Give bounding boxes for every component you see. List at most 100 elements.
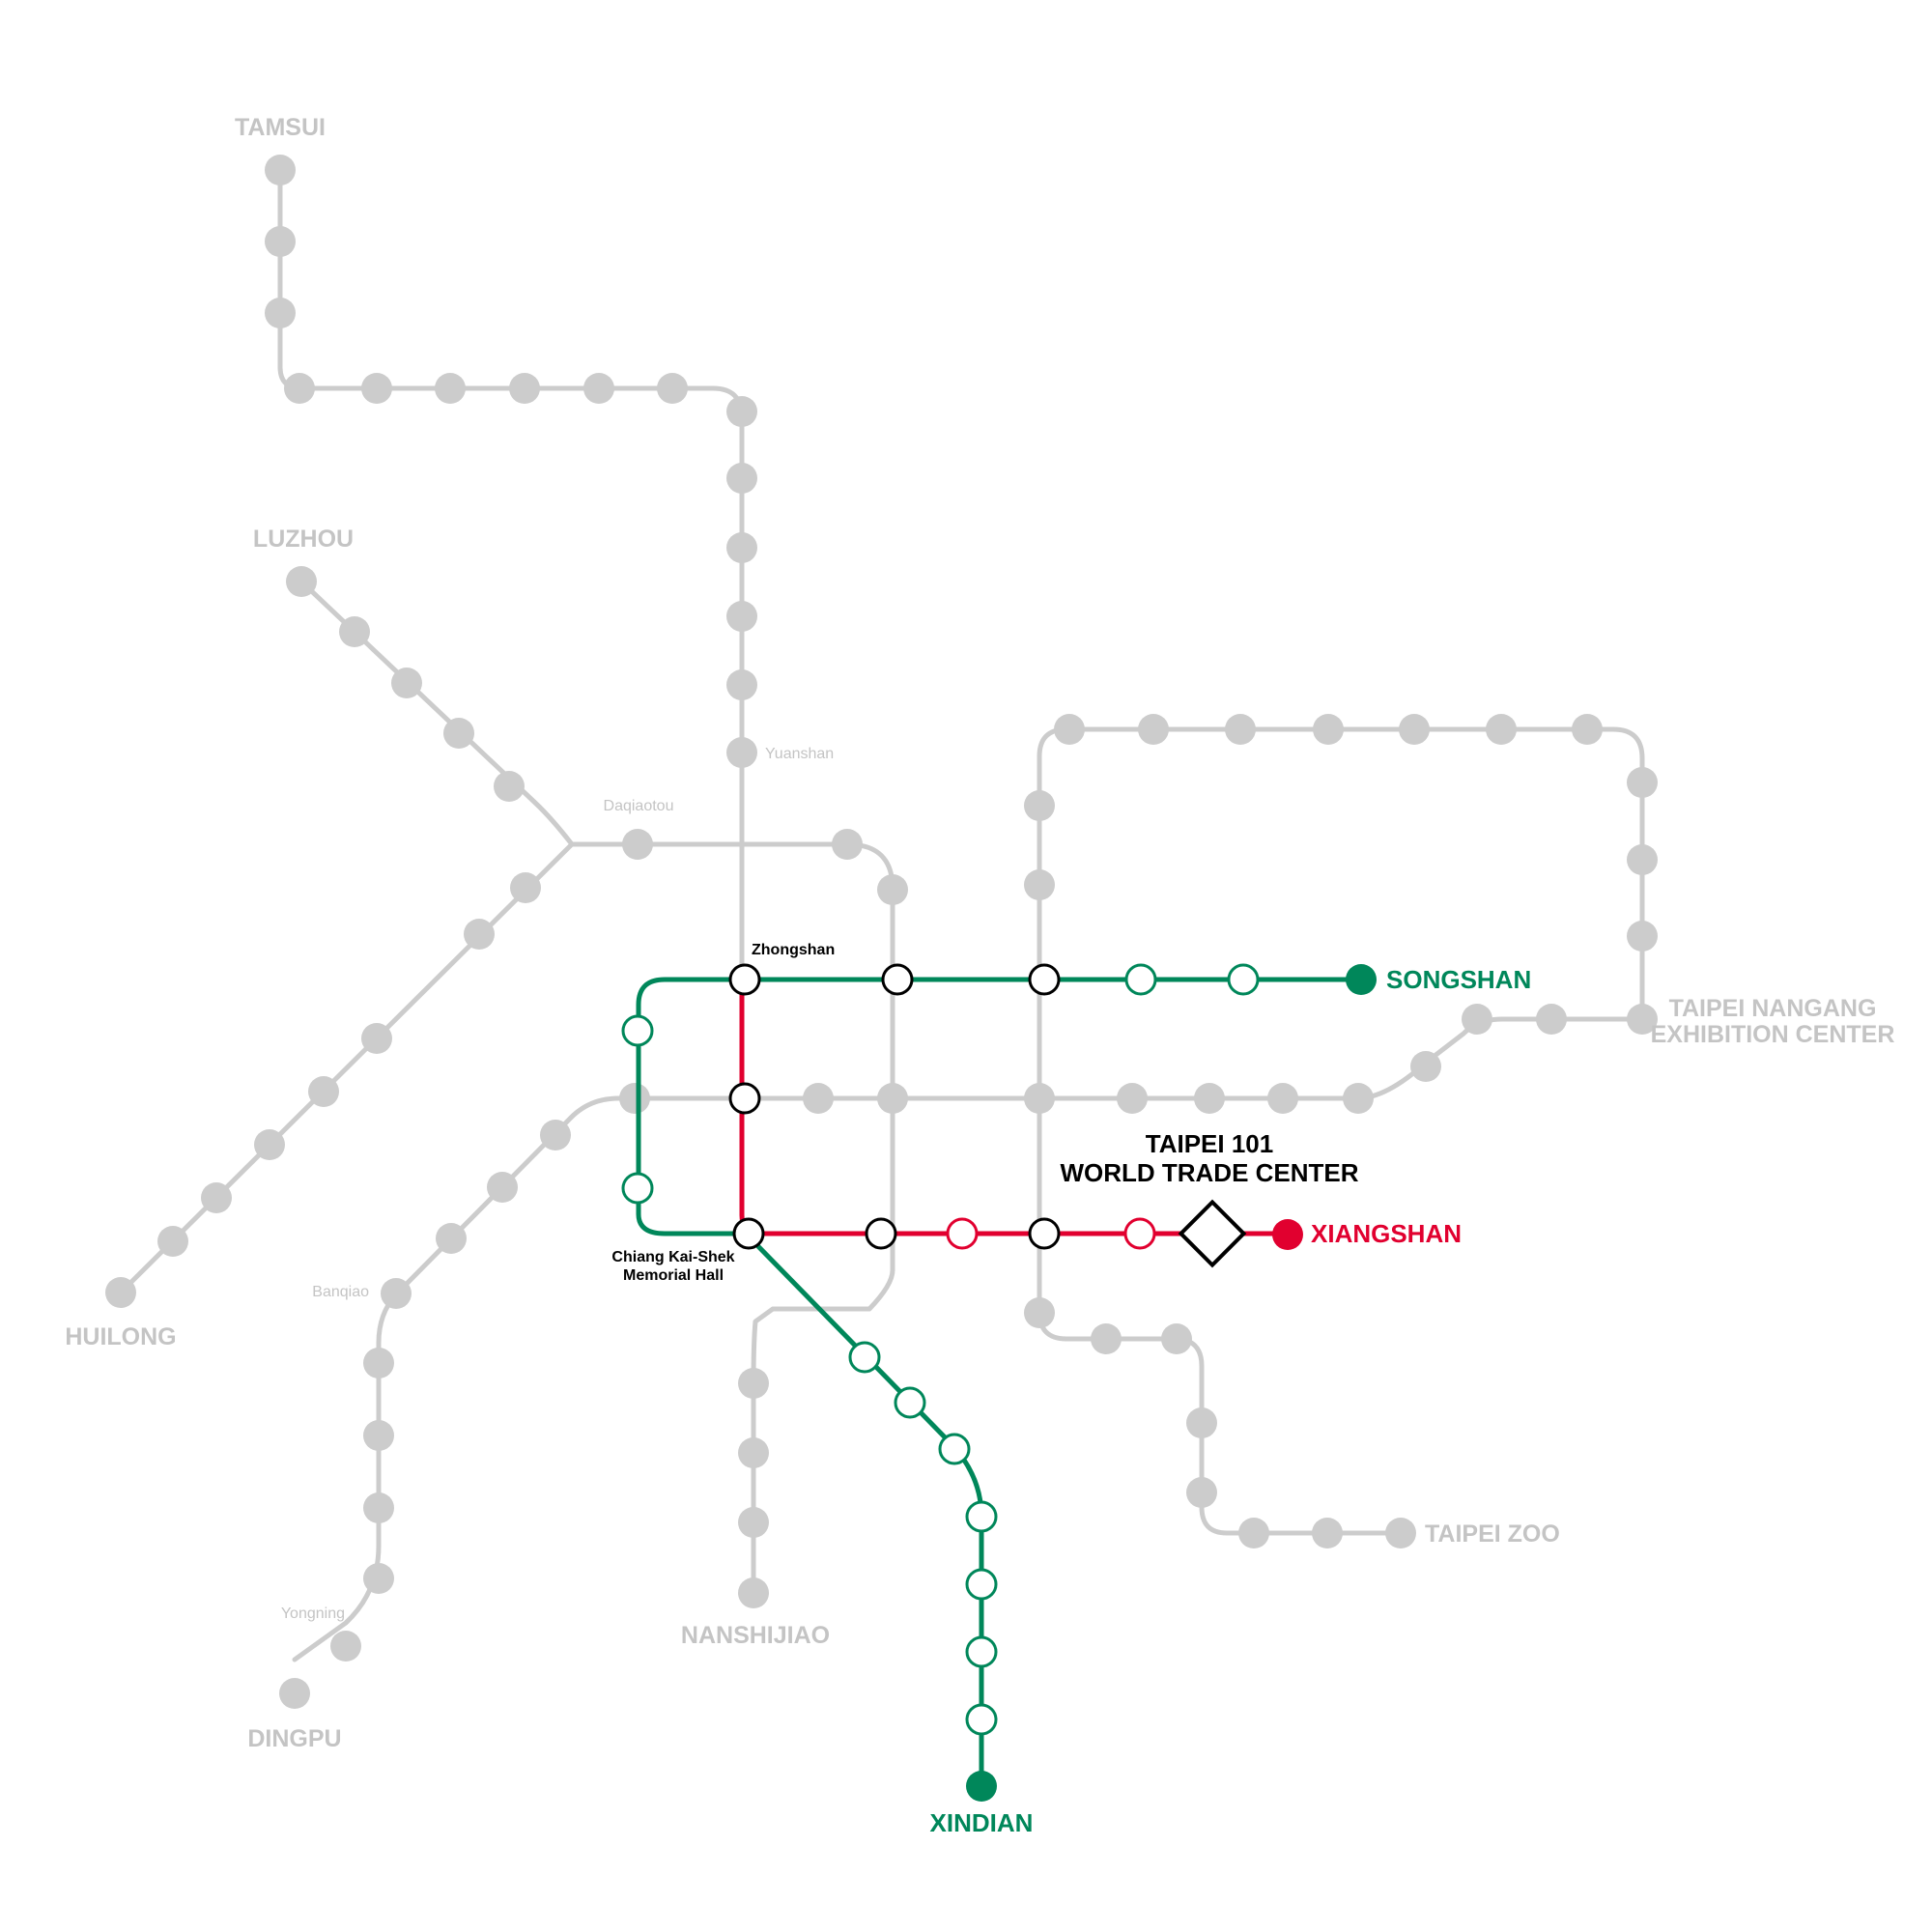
station[interactable] [1186,1477,1217,1508]
station[interactable] [265,155,296,185]
station[interactable] [308,1076,339,1107]
station[interactable] [286,566,317,597]
station-chiang-kai-shek-memorial-hall[interactable] [732,1217,765,1250]
station[interactable] [621,1172,654,1205]
station[interactable] [1024,1297,1055,1328]
station[interactable] [583,373,614,404]
station[interactable] [510,872,541,903]
station[interactable] [865,1217,897,1250]
station-yongning[interactable] [330,1631,361,1662]
station[interactable] [391,668,422,698]
station[interactable] [1054,714,1085,745]
station[interactable] [1194,1083,1225,1114]
station[interactable] [540,1120,571,1151]
station[interactable] [726,396,757,427]
station[interactable] [284,373,315,404]
station[interactable] [254,1129,285,1160]
station[interactable] [1486,714,1517,745]
station[interactable] [1225,714,1256,745]
station[interactable] [1227,963,1260,996]
station[interactable] [738,1368,769,1399]
station-nangang[interactable] [1627,1004,1658,1035]
station[interactable] [877,874,908,905]
station-yuanshan[interactable] [726,737,757,768]
station[interactable] [1313,714,1344,745]
destination-diamond-icon[interactable] [1178,1199,1247,1268]
station[interactable] [265,298,296,328]
station[interactable] [509,373,540,404]
station-zhongshan[interactable] [728,963,761,996]
station[interactable] [436,1223,467,1254]
station-banqiao[interactable] [381,1278,412,1309]
station[interactable] [1161,1323,1192,1354]
station[interactable] [443,718,474,749]
station[interactable] [726,669,757,700]
terminal-songshan[interactable] [1346,964,1377,995]
station[interactable] [877,1083,908,1114]
station[interactable] [435,373,466,404]
station[interactable] [363,1348,394,1378]
station[interactable] [738,1437,769,1468]
station[interactable] [339,616,370,647]
station[interactable] [965,1500,998,1533]
station[interactable] [726,463,757,494]
station[interactable] [361,1023,392,1054]
station[interactable] [1123,1217,1156,1250]
station[interactable] [363,1563,394,1594]
station[interactable] [363,1492,394,1523]
station[interactable] [265,226,296,257]
terminal-xiangshan[interactable] [1272,1219,1303,1250]
station[interactable] [1117,1083,1148,1114]
terminal-xindian[interactable] [966,1771,997,1802]
station[interactable] [894,1386,926,1419]
station[interactable] [738,1507,769,1538]
station[interactable] [157,1226,188,1257]
station[interactable] [1028,1217,1061,1250]
station[interactable] [1627,921,1658,952]
station[interactable] [1186,1407,1217,1438]
station[interactable] [738,1577,769,1608]
station[interactable] [621,1014,654,1047]
station[interactable] [1138,714,1169,745]
station[interactable] [1536,1004,1567,1035]
station[interactable] [487,1172,518,1203]
station[interactable] [1024,869,1055,900]
station[interactable] [1627,767,1658,798]
station[interactable] [1124,963,1157,996]
station-taipei-zoo[interactable] [1385,1518,1416,1548]
station[interactable] [1572,714,1603,745]
station-daqiaotou[interactable] [622,829,653,860]
station[interactable] [1462,1004,1492,1035]
station[interactable] [279,1678,310,1709]
station[interactable] [938,1433,971,1465]
station[interactable] [1267,1083,1298,1114]
station[interactable] [1343,1083,1374,1114]
station[interactable] [1024,1083,1055,1114]
station[interactable] [657,373,688,404]
station[interactable] [1410,1051,1441,1082]
station[interactable] [965,1568,998,1601]
station[interactable] [803,1083,834,1114]
station[interactable] [464,919,495,950]
station[interactable] [881,963,914,996]
station[interactable] [848,1341,881,1374]
station[interactable] [728,1082,761,1115]
station[interactable] [1238,1518,1269,1548]
station[interactable] [965,1703,998,1736]
station[interactable] [726,601,757,632]
station[interactable] [494,771,525,802]
station[interactable] [361,373,392,404]
station[interactable] [1024,790,1055,821]
station[interactable] [1028,963,1061,996]
station[interactable] [1091,1323,1122,1354]
station[interactable] [1399,714,1430,745]
station[interactable] [946,1217,979,1250]
station[interactable] [363,1420,394,1451]
station[interactable] [105,1277,136,1308]
station[interactable] [965,1635,998,1668]
station[interactable] [726,532,757,563]
station[interactable] [619,1083,650,1114]
station[interactable] [1627,844,1658,875]
station[interactable] [832,829,863,860]
station[interactable] [201,1182,232,1213]
